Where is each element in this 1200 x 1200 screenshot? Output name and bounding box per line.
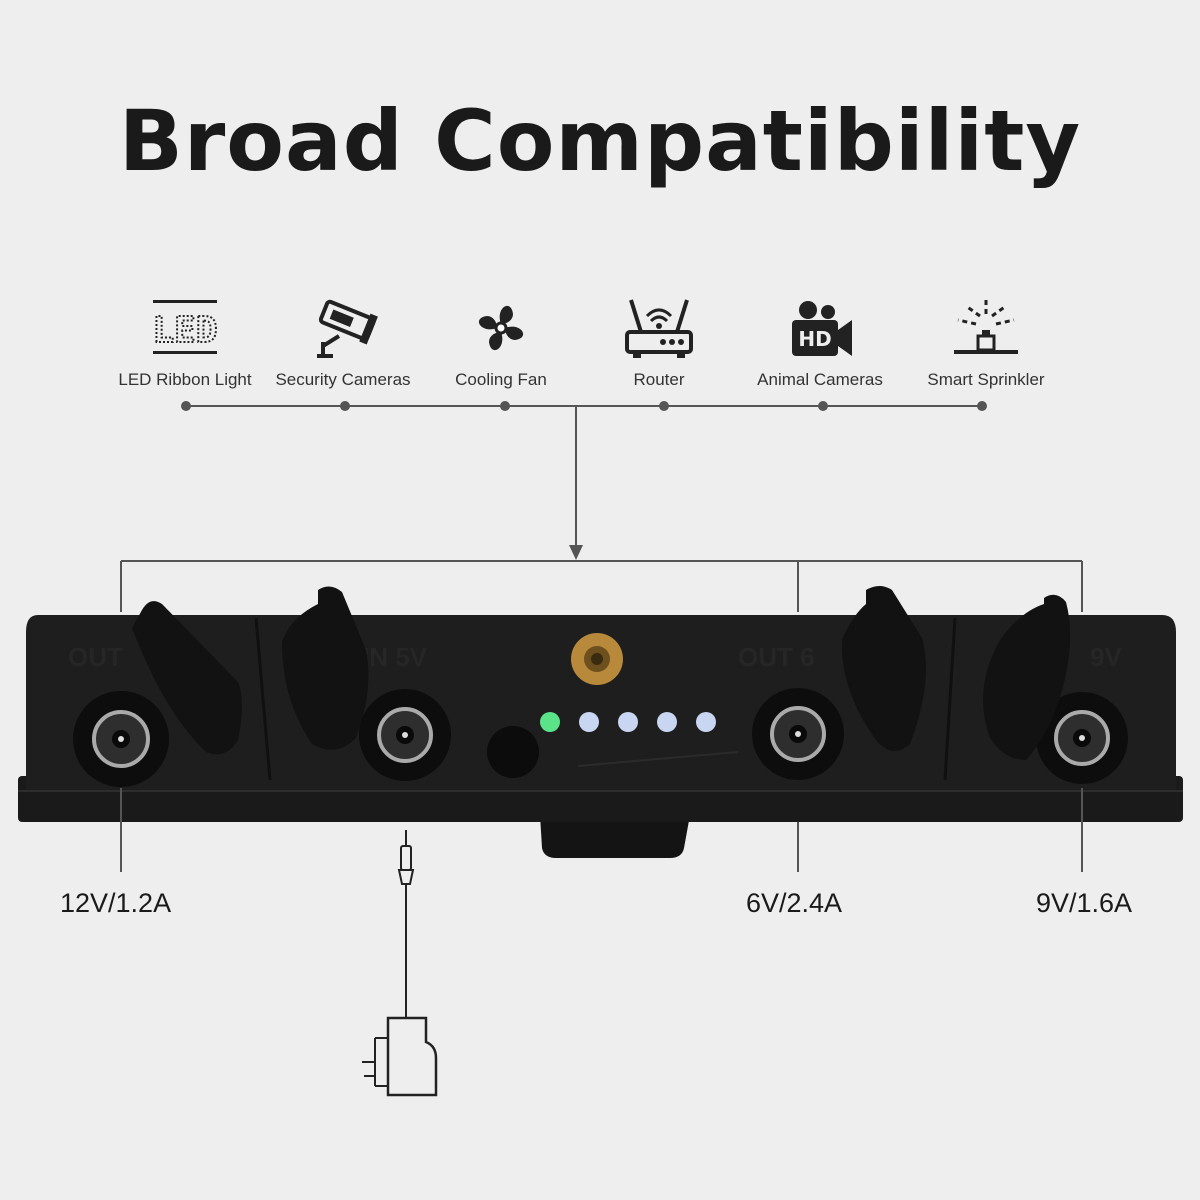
dc-port-12v[interactable] — [73, 691, 169, 787]
hd-camera-icon: HD — [792, 301, 852, 356]
dc-port-9v[interactable] — [1036, 692, 1128, 784]
battery-level-indicator — [540, 712, 716, 732]
router-icon — [625, 299, 693, 358]
fan-icon — [478, 305, 524, 351]
engraving-in-5v: IN 5V — [362, 642, 428, 672]
hd-icon-text: HD — [798, 327, 831, 351]
port-cap-4[interactable] — [982, 594, 1071, 760]
port-cap-1[interactable] — [132, 601, 242, 755]
app-animal-cameras: HD Animal Cameras — [740, 296, 900, 390]
app-label-led: LED Ribbon Light — [118, 370, 252, 389]
down-arrow-icon — [569, 545, 583, 560]
app-security-cameras: Security Cameras — [263, 296, 423, 390]
port-cap-2[interactable] — [282, 586, 369, 750]
battery-led-1 — [540, 712, 560, 732]
security-camera-icon — [317, 299, 378, 358]
spec-12v: 12V/1.2A — [60, 888, 172, 918]
app-label-animal: Animal Cameras — [757, 370, 883, 389]
led-icon: LED — [151, 300, 219, 354]
power-button[interactable] — [487, 726, 539, 778]
device-foot — [540, 815, 690, 858]
dc-port-in-5v[interactable] — [359, 689, 451, 781]
app-router: Router — [579, 296, 739, 390]
app-label-security: Security Cameras — [275, 370, 411, 389]
spec-9v: 9V/1.6A — [1036, 888, 1133, 918]
wall-adapter-icon — [362, 830, 438, 1097]
battery-led-5 — [696, 712, 716, 732]
power-bank-device: OUT IN 5V OUT 6 9V — [18, 586, 1183, 858]
engraving-out-6: OUT 6 — [738, 642, 815, 672]
app-label-router: Router — [633, 370, 685, 389]
dc-port-6v[interactable] — [752, 688, 844, 780]
led-icon-text: LED — [152, 310, 217, 351]
app-cooling-fan: Cooling Fan — [421, 296, 581, 390]
battery-led-2 — [579, 712, 599, 732]
port-cap-3[interactable] — [841, 586, 926, 752]
battery-led-3 — [618, 712, 638, 732]
app-led-ribbon-light: LED LED Ribbon Light — [105, 296, 265, 390]
app-label-fan: Cooling Fan — [455, 370, 547, 389]
page-title: Broad Compatibility — [118, 92, 1082, 190]
app-label-sprinkler: Smart Sprinkler — [927, 370, 1045, 389]
spec-6v: 6V/2.4A — [746, 888, 843, 918]
engraving-9v: 9V — [1090, 642, 1122, 672]
engraving-out-1: OUT — [68, 642, 123, 672]
app-smart-sprinkler: Smart Sprinkler — [906, 296, 1066, 390]
battery-led-4 — [657, 712, 677, 732]
connector-dots — [181, 401, 987, 411]
sprinkler-icon — [954, 300, 1018, 354]
